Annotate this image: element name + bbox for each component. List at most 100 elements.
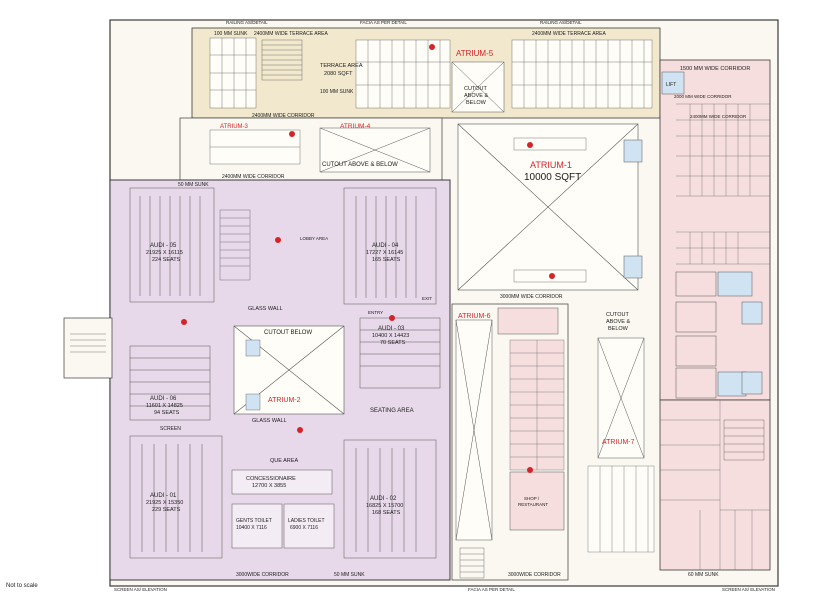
facia-label-top: FACIA AS PER DETAIL xyxy=(360,20,407,25)
concessionaire-counter xyxy=(231,469,333,495)
shop-grid-top-right xyxy=(511,39,653,109)
ladies-toilet-label: LADIES TOILET xyxy=(288,518,325,524)
terrace-sunk-label-2: 100 MM SUNK xyxy=(320,89,354,95)
audi-06-size: 11601 X 14825 xyxy=(146,403,183,409)
atrium-2-label: ATRIUM-2 xyxy=(268,397,301,404)
terrace-sunk-label: 100 MM SUNK xyxy=(214,31,248,37)
que-area-label: QUE AREA xyxy=(270,458,298,464)
shop-grid-top-mid xyxy=(355,39,451,109)
corridor-top-label: 2400MM WIDE CORRIDOR xyxy=(252,113,315,119)
glass-wall-top-label: GLASS WALL xyxy=(248,306,283,312)
audi-03-size: 10400 X 14423 xyxy=(372,333,409,339)
audi-04-title: AUDI - 04 xyxy=(372,243,399,249)
audi-04-size: 17227 X 16145 xyxy=(366,250,403,256)
escalator-top xyxy=(513,137,587,151)
right-bottom-shops xyxy=(659,399,771,571)
not-to-scale-note: Not to scale xyxy=(6,583,38,589)
lobby-label: LOBBY AREA xyxy=(300,236,328,241)
atrium-5-label: ATRIUM-5 xyxy=(456,49,494,58)
railing-label-top-right: RAILING AS/DETAIL xyxy=(540,20,582,25)
atrium-1-area: 10000 SQFT xyxy=(524,172,581,183)
atrium-6-void xyxy=(455,319,493,541)
glass-wall-bottom-label: GLASS WALL xyxy=(252,418,287,424)
atrium-5-cutout xyxy=(451,61,505,113)
atrium-6-label: ATRIUM-6 xyxy=(458,313,491,320)
central-stair xyxy=(219,209,251,281)
corridor-1500-label: 1500 MM WIDE CORRIDOR xyxy=(680,66,750,72)
corridor-3000-right-label: 3000WIDE CORRIDOR xyxy=(508,572,561,578)
audi-01-seats: 229 SEATS xyxy=(152,507,181,513)
audi-03-seats: 70 SEATS xyxy=(380,340,406,346)
audi-05-size: 21925 X 16115 xyxy=(146,250,183,256)
cutout-right-3: BELOW xyxy=(608,326,629,332)
atrium-1-label: ATRIUM-1 xyxy=(530,160,572,170)
audi-02-size: 16825 X 15700 xyxy=(366,503,403,509)
audi-04 xyxy=(343,187,437,305)
atrium-4-cutout xyxy=(319,127,431,173)
cutout-label-3: BELOW xyxy=(466,100,487,106)
gents-toilet-size: 10400 X 7116 xyxy=(236,525,267,531)
terrace-area-label: TERRACE AREA xyxy=(320,63,363,69)
left-stair-block xyxy=(63,317,113,379)
audi-02-title: AUDI - 02 xyxy=(370,496,397,502)
audi-02 xyxy=(343,439,437,559)
audi-05-title: AUDI - 05 xyxy=(150,243,177,249)
ladies-toilet-size: 6900 X 7116 xyxy=(290,525,318,531)
right-bottom-stair xyxy=(723,419,765,461)
audi-03-title: AUDI - 03 xyxy=(378,326,405,332)
railing-label-top-left: RAILING AS/DETAIL xyxy=(226,20,268,25)
atrium-4-label: ATRIUM-4 xyxy=(340,123,371,130)
terrace-stair xyxy=(261,39,303,81)
lift-low-right xyxy=(741,371,763,395)
lift-top-right xyxy=(661,71,685,95)
corridor-3000-mid-label: 3000MM WIDE CORRIDOR xyxy=(500,294,563,300)
corridor-mid-label: 2400MM WIDE CORRIDOR xyxy=(222,174,285,180)
audi-06-seats: 94 SEATS xyxy=(154,410,180,416)
audi-05 xyxy=(129,187,215,303)
audi-02-seats: 168 SEATS xyxy=(372,510,401,516)
gents-toilet-room xyxy=(231,503,283,549)
cutout-below-label: CUTOUT BELOW xyxy=(264,330,312,336)
entry-label: ENTRY xyxy=(368,310,383,315)
restaurant-box xyxy=(509,471,565,531)
atrium-7-label: ATRIUM-7 xyxy=(602,439,635,446)
sunk-50-label: 50 MM SUNK xyxy=(178,182,209,188)
shop-grid-top-left xyxy=(209,37,257,109)
audi-05-seats: 224 SEATS xyxy=(152,257,181,263)
lift-label: LIFT xyxy=(666,82,676,88)
cutout-right-1: CUTOUT xyxy=(606,312,629,318)
screen-elevation-left: SCREEN AS/ ELEVATION xyxy=(114,587,167,592)
cutout-right-2: ABOVE & xyxy=(606,319,630,325)
center-shops xyxy=(509,339,565,471)
atrium-1-cutout xyxy=(457,123,639,291)
lower-right-shops xyxy=(587,465,655,553)
concessionaire-label: CONCESSIONAIRE xyxy=(246,476,296,482)
audi-06 xyxy=(129,345,211,421)
bottom-stair xyxy=(459,547,485,579)
sunk-50-bottom-label: 50 MM SUNK xyxy=(334,572,365,578)
corridor-2000-label: 2000 MM WIDE CORRIDOR xyxy=(674,94,732,99)
restaurant-label-1: SHOP / xyxy=(524,496,540,501)
facia-bottom-label: FACIA AS PER DETAIL xyxy=(468,587,515,592)
atrium-7-void xyxy=(597,337,645,459)
gents-toilet-label: GENTS TOILET xyxy=(236,518,272,524)
corridor-3000-bottom-label: 3000WIDE CORRIDOR xyxy=(236,572,289,578)
cutout-above-below-label: CUTOUT ABOVE & BELOW xyxy=(322,162,398,168)
audi-01-size: 21925 X 15350 xyxy=(146,500,183,506)
audi-01 xyxy=(129,435,223,559)
audi-06-title: AUDI - 06 xyxy=(150,396,177,402)
audi-03 xyxy=(359,317,441,389)
sunk-60-label: 60 MM SUNK xyxy=(688,572,719,578)
corridor-2400-right-label: 2400MM WIDE CORRIDOR xyxy=(690,114,747,119)
restaurant-label-2: RESTAURANT xyxy=(518,502,548,507)
audi-04-seats: 165 SEATS xyxy=(372,257,401,263)
lift-mid-right xyxy=(741,301,763,325)
audi-01-title: AUDI - 01 xyxy=(150,493,177,499)
terrace-area-sqft: 2080 SQFT xyxy=(324,71,353,77)
screen-elevation-right: SCREEN AS/ ELEVATION xyxy=(722,587,775,592)
terrace-corridor-label-right: 2400MM WIDE TERRACE AREA xyxy=(532,31,606,37)
concessionaire-size: 12700 X 3855 xyxy=(252,483,286,489)
cutout-label-2: ABOVE & xyxy=(464,93,488,99)
atrium-3-label: ATRIUM-3 xyxy=(220,124,249,130)
